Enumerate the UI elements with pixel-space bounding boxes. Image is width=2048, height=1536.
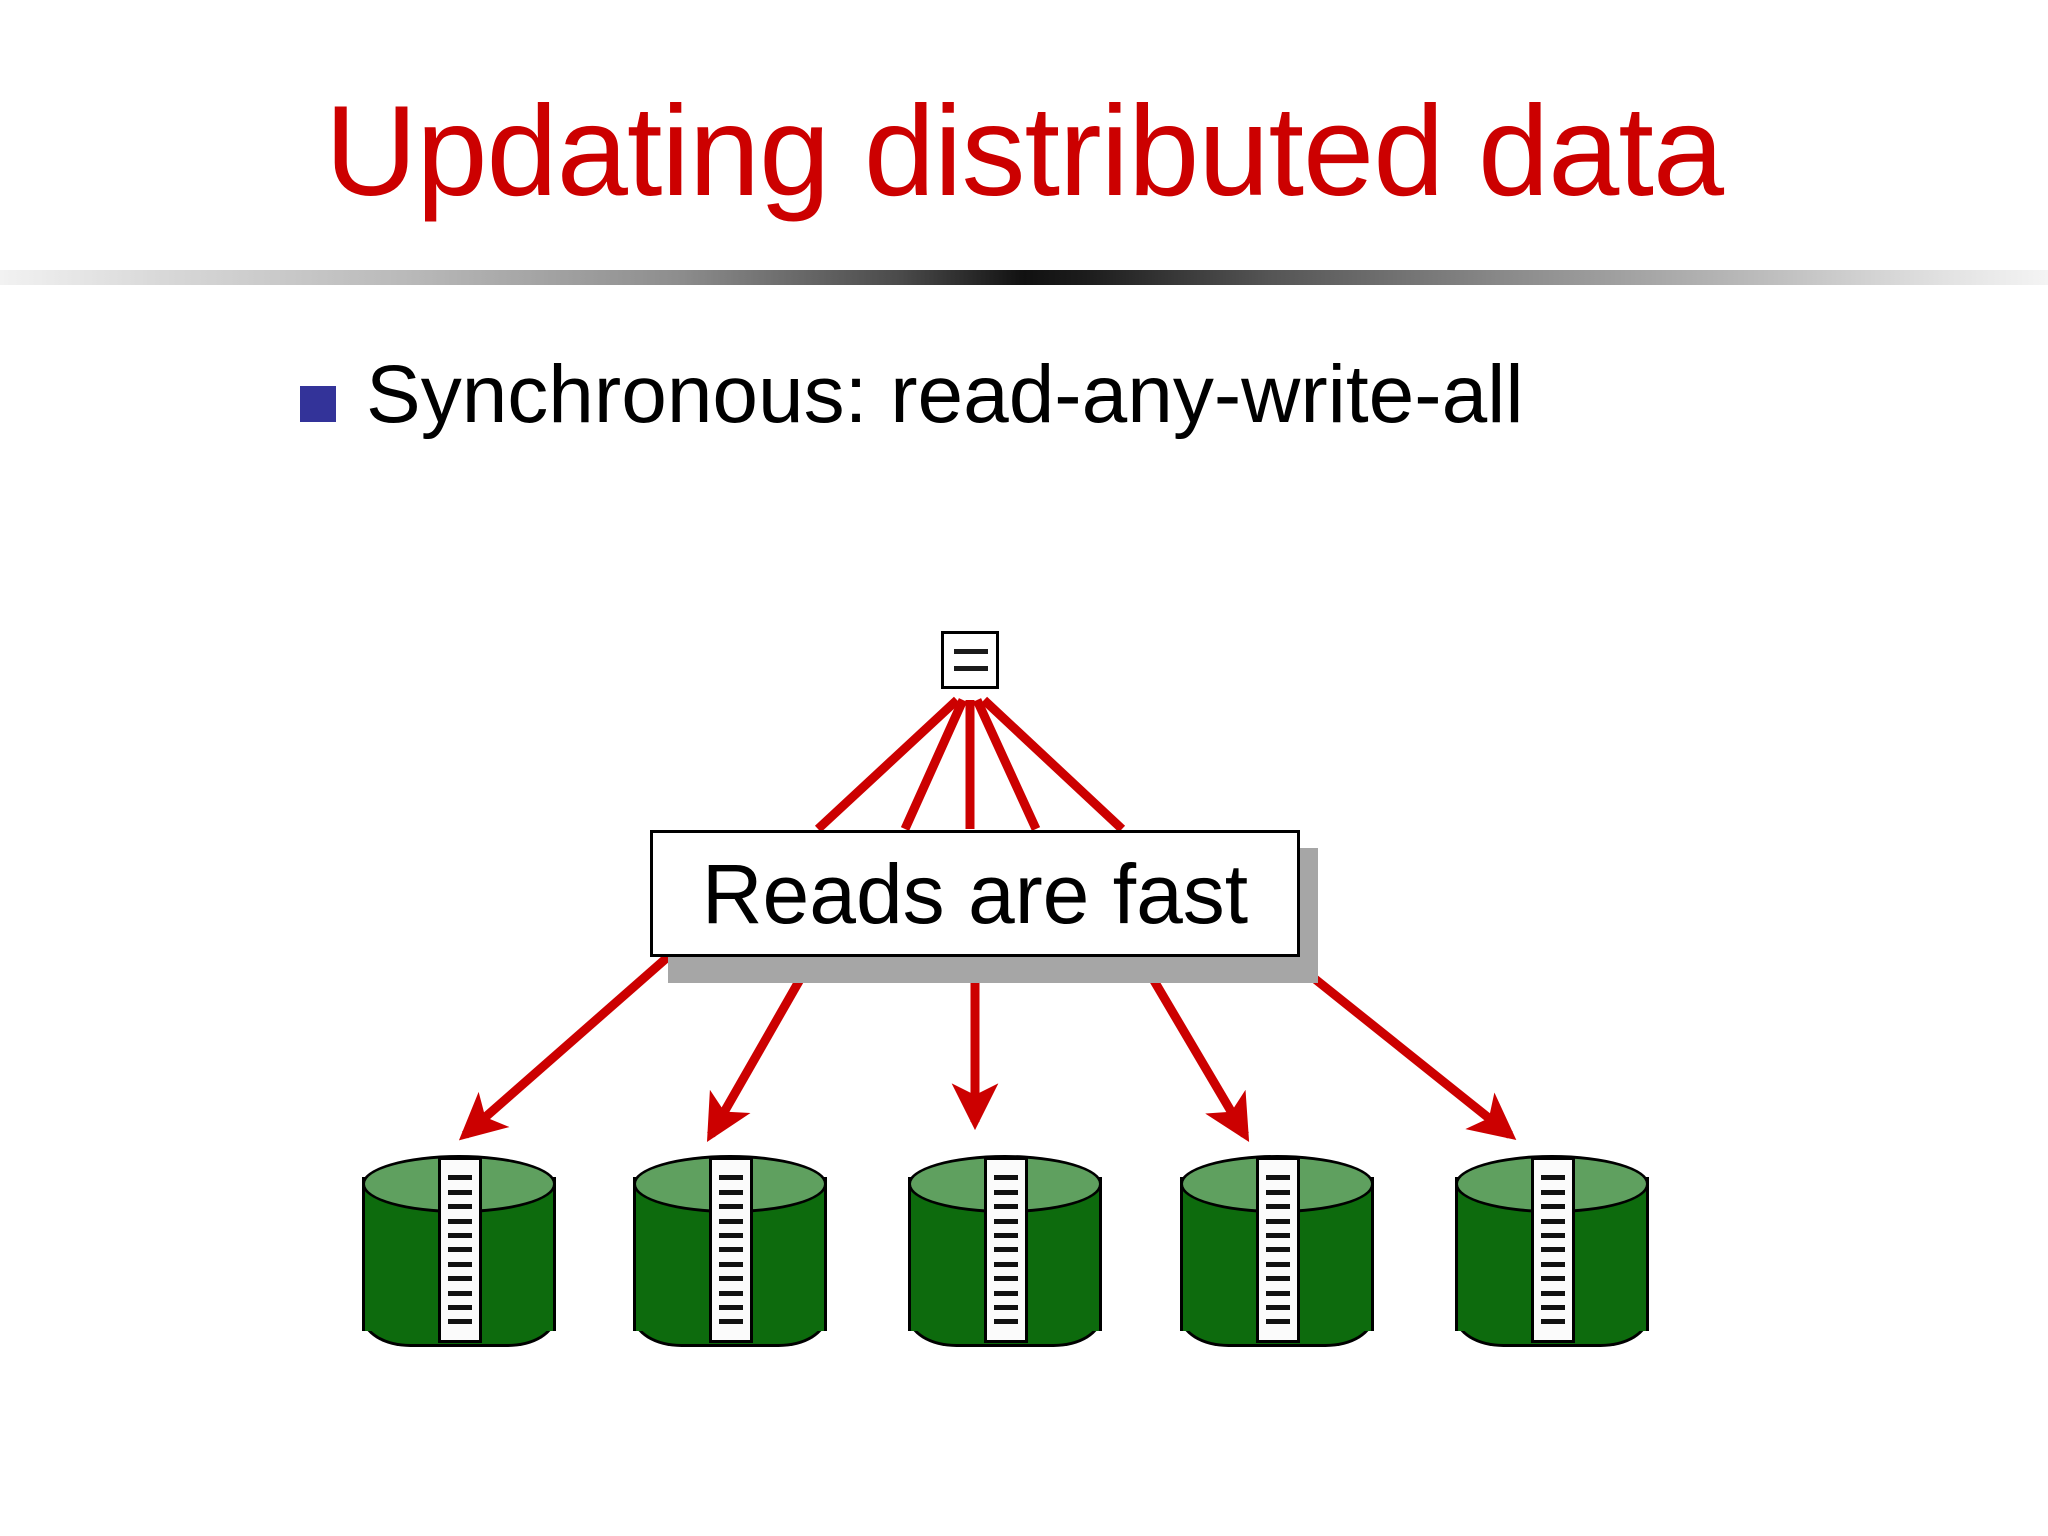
client-node-line-2 [954, 666, 988, 671]
client-node-icon [941, 631, 999, 689]
database-cylinder-1 [362, 1155, 556, 1353]
arrow-to-database-1 [458, 951, 673, 1141]
db-label-strip-3 [984, 1157, 1028, 1343]
upper-connector-1 [814, 696, 961, 833]
db-label-strip-4 [1256, 1157, 1300, 1343]
db-label-strip-2 [709, 1157, 753, 1343]
upper-connector-lines [814, 696, 1126, 833]
database-cylinder-3 [908, 1155, 1102, 1353]
upper-connector-5 [980, 696, 1126, 833]
client-node-line-1 [954, 649, 988, 654]
db-label-strip-5 [1531, 1157, 1575, 1343]
database-cylinder-2 [633, 1155, 827, 1353]
arrow-to-database-5 [1282, 951, 1517, 1141]
bullet-item-label: Synchronous: read-any-write-all [366, 349, 1524, 440]
title-divider [0, 270, 2048, 285]
page-title: Updating distributed data [324, 80, 1724, 223]
callout-box: Reads are fast [650, 830, 1300, 957]
upper-connector-4 [972, 698, 1041, 831]
upper-connector-2 [900, 698, 968, 831]
database-cylinder-4 [1180, 1155, 1374, 1353]
bullet-list: Synchronous: read-any-write-all [300, 349, 1524, 440]
arrow-to-database-2 [706, 959, 814, 1143]
arrow-to-database-4 [1139, 959, 1250, 1142]
db-label-strip-1 [438, 1157, 482, 1343]
square-bullet-icon [300, 386, 336, 423]
callout-label: Reads are fast [701, 846, 1249, 941]
database-cylinder-5 [1455, 1155, 1649, 1353]
